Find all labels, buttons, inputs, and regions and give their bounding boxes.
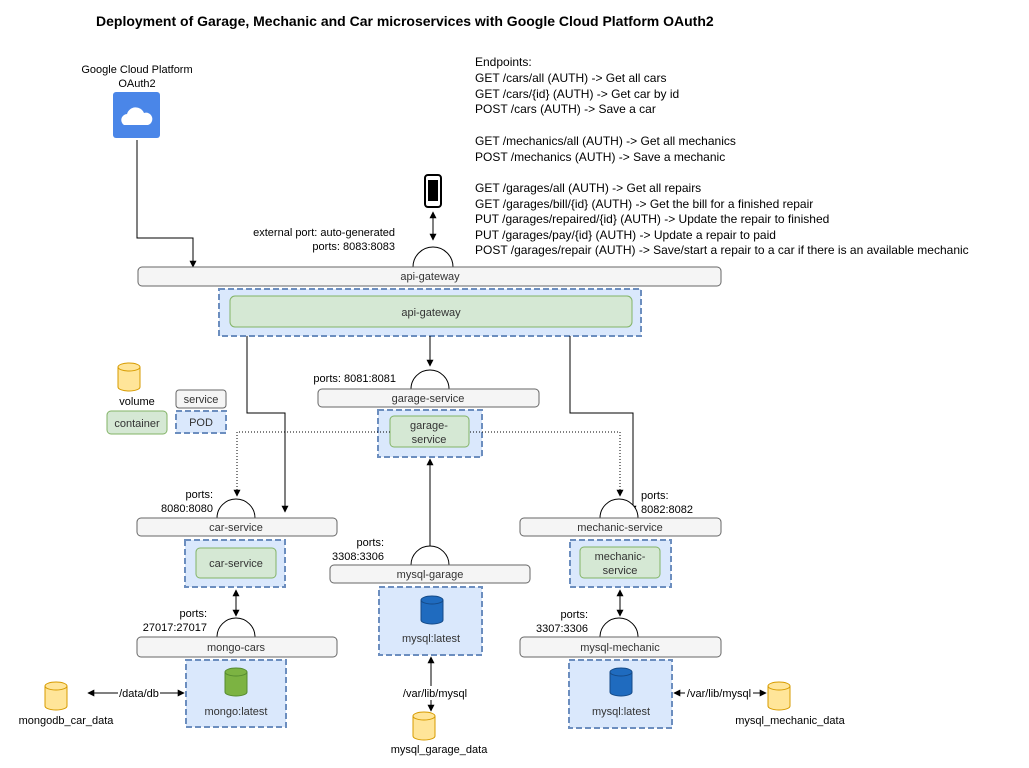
car-container-label: car-service: [209, 558, 263, 570]
legend-volume-label: volume: [119, 396, 154, 408]
api-gateway-service-label: api-gateway: [400, 271, 460, 283]
gateway-to-car-link: [246, 336, 289, 513]
volume-icon: [117, 362, 141, 392]
legend-container-label: container: [114, 418, 160, 430]
mysql-mechanic-image-label: mysql:latest: [592, 706, 650, 718]
api-gateway-container-label: api-gateway: [401, 307, 461, 319]
mysql-mechanic-ports-label-1: ports:: [560, 609, 588, 621]
endpoint-line: GET /mechanics/all (AUTH) -> Get all mec…: [475, 134, 736, 148]
legend-pod: [175, 410, 227, 434]
mount-label-bg: [405, 686, 465, 700]
phone-icon: [424, 174, 442, 208]
gateway-to-mechanic-link: [569, 336, 637, 513]
oauth-link: [136, 140, 197, 268]
mysql-garage-port: [410, 545, 450, 566]
endpoint-line: GET /cars/all (AUTH) -> Get all cars: [475, 71, 666, 85]
api-gateway-service[interactable]: [137, 266, 722, 287]
car-service[interactable]: [136, 517, 338, 537]
mongo-ports-label-1: ports:: [179, 608, 207, 620]
legend-pod-label: POD: [189, 417, 213, 429]
gcp-label-line1: Google Cloud Platform: [81, 64, 192, 76]
garage-container-label-2: service: [412, 434, 447, 446]
endpoint-line: PUT /garages/repaired/{id} (AUTH) -> Upd…: [475, 212, 829, 226]
garage-to-car-call: [233, 431, 390, 497]
mysql-garage-mount-label: /var/lib/mysql: [403, 688, 467, 700]
mysql-mechanic-volume-label: mysql_mechanic_data: [735, 715, 845, 727]
garage-service-label: garage-service: [392, 393, 465, 405]
mysql-garage-service-label: mysql-garage: [397, 569, 464, 581]
mechanic-service[interactable]: [519, 517, 722, 537]
car-container[interactable]: [195, 547, 277, 579]
mount-label-bg: [685, 686, 753, 700]
mechanic-ports-label-2: 8082:8082: [641, 504, 693, 516]
gcp-label-line2: OAuth2: [118, 78, 155, 90]
endpoints-list: Endpoints: GET /cars/all (AUTH) -> Get a…: [475, 55, 969, 257]
endpoint-line: POST /garages/repair (AUTH) -> Save/star…: [475, 243, 969, 257]
car-service-label: car-service: [209, 522, 263, 534]
legend-service: [175, 389, 227, 409]
legend: volume container service POD: [106, 362, 227, 435]
mysql-mechanic-service-label: mysql-mechanic: [580, 642, 660, 654]
volume-icon: [412, 711, 436, 741]
endpoint-line: GET /cars/{id} (AUTH) -> Get car by id: [475, 87, 679, 101]
car-port: [216, 498, 256, 519]
legend-service-label: service: [184, 394, 219, 406]
endpoint-line: PUT /garages/pay/{id} (AUTH) -> Update a…: [475, 228, 776, 242]
mysql-mechanic-service[interactable]: [519, 636, 722, 658]
legend-container: [106, 410, 168, 435]
mysql-mechanic-mount-label: /var/lib/mysql: [687, 688, 751, 700]
mongo-port: [216, 617, 256, 638]
car-ports-label-2: 8080:8080: [161, 503, 213, 515]
garage-port: [410, 369, 450, 390]
mongo-volume-label: mongodb_car_data: [19, 715, 115, 727]
database-icon: [224, 667, 248, 697]
mysql-garage-volume-label: mysql_garage_data: [391, 744, 489, 756]
database-icon: [609, 667, 633, 697]
garage-to-mechanic-call: [470, 431, 624, 497]
endpoint-line: GET /garages/all (AUTH) -> Get all repai…: [475, 181, 701, 195]
volume-icon: [44, 681, 68, 711]
mongo-mount-label: /data/db: [119, 688, 159, 700]
mongo-cars-service[interactable]: [136, 636, 338, 658]
mechanic-container-label-1: mechanic-: [595, 551, 646, 563]
mechanic-container-label-2: service: [603, 565, 638, 577]
mysql-garage-ports-label-1: ports:: [356, 537, 384, 549]
mysql-mechanic-port: [599, 617, 639, 638]
garage-container-label-1: garage-: [410, 420, 448, 432]
api-gateway-port: [412, 246, 454, 268]
mongo-cars-service-label: mongo-cars: [207, 642, 266, 654]
mongo-cars-image-label: mongo:latest: [205, 706, 268, 718]
garage-ports-label: ports: 8081:8081: [313, 373, 396, 385]
endpoint-line: GET /garages/bill/{id} (AUTH) -> Get the…: [475, 197, 813, 211]
endpoints-heading: Endpoints:: [475, 55, 532, 69]
mysql-garage-image-label: mysql:latest: [402, 633, 460, 645]
garage-service[interactable]: [317, 388, 540, 408]
mechanic-ports-label-1: ports:: [641, 490, 669, 502]
mechanic-service-label: mechanic-service: [577, 522, 663, 534]
api-gateway-port-label-1: external port: auto-generated: [253, 227, 395, 239]
database-icon: [420, 595, 444, 625]
mechanic-port: [599, 498, 639, 519]
mysql-garage-service[interactable]: [329, 564, 531, 584]
mysql-garage-ports-label-2: 3308:3306: [332, 551, 384, 563]
mysql-mechanic-ports-label-2: 3307:3306: [536, 623, 588, 635]
endpoint-line: POST /cars (AUTH) -> Save a car: [475, 102, 656, 116]
cloud-icon: [113, 92, 160, 138]
mongo-ports-label-2: 27017:27017: [143, 622, 207, 634]
mount-label-bg: [118, 686, 160, 700]
api-gateway-container[interactable]: [229, 295, 633, 328]
car-ports-label-1: ports:: [185, 489, 213, 501]
api-gateway-port-label-2: ports: 8083:8083: [312, 241, 395, 253]
diagram-title: Deployment of Garage, Mechanic and Car m…: [96, 13, 714, 29]
volume-icon: [767, 681, 791, 711]
mechanic-container[interactable]: [579, 546, 661, 579]
endpoint-line: POST /mechanics (AUTH) -> Save a mechani…: [475, 150, 725, 164]
